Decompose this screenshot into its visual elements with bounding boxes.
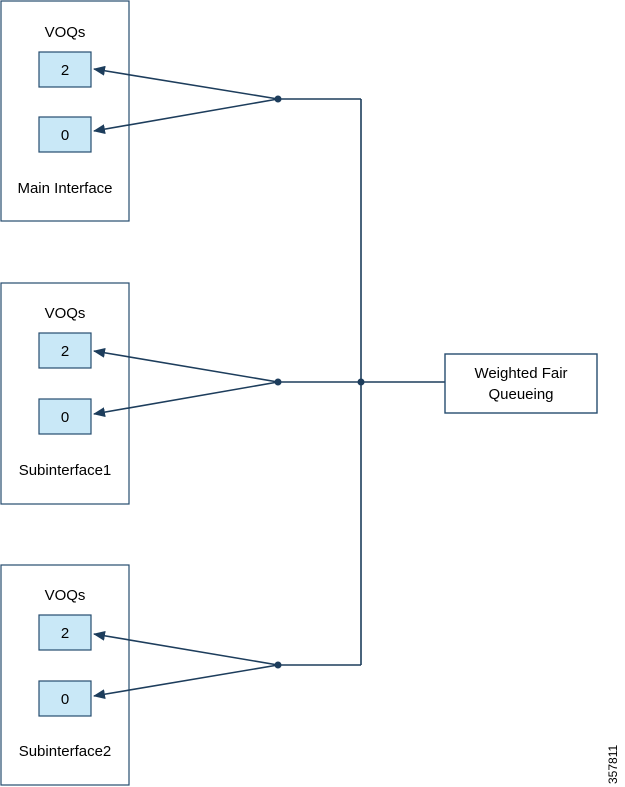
arrow-sub1-to-bottom <box>93 381 279 418</box>
arrow-main-to-top <box>93 65 279 100</box>
junction-dot-bus <box>357 378 365 386</box>
interface-label-sub2: Subinterface2 <box>19 743 112 760</box>
figure-id: 357811 <box>606 745 620 784</box>
arrow-sub1-to-top <box>93 347 279 383</box>
voq-box-sub2-bottom <box>38 680 92 717</box>
voq-value-sub1-bottom: 0 <box>61 409 69 426</box>
voq-box-sub2-top <box>38 614 92 651</box>
interface-label-main: Main Interface <box>17 180 112 197</box>
voq-value-main-top: 2 <box>61 62 69 79</box>
interface-box-sub2 <box>0 564 130 786</box>
voq-value-sub2-top: 2 <box>61 625 69 642</box>
voq-value-sub1-top: 2 <box>61 343 69 360</box>
voq-heading-main: VOQs <box>45 24 86 41</box>
interface-group-sub1: VOQs 2 0 Subinterface1 <box>0 282 282 505</box>
wfq-box <box>444 353 598 414</box>
scheduler-bus <box>278 98 445 666</box>
voq-box-main-top <box>38 51 92 88</box>
wfq-label-line1: Weighted Fair <box>474 365 567 382</box>
voq-heading-sub1: VOQs <box>45 305 86 322</box>
voq-value-sub2-bottom: 0 <box>61 691 69 708</box>
arrow-sub2-to-top <box>93 630 279 666</box>
arrow-sub2-to-bottom <box>93 664 279 700</box>
voq-heading-sub2: VOQs <box>45 587 86 604</box>
interface-box-main <box>0 0 130 222</box>
interface-group-sub2: VOQs 2 0 Subinterface2 <box>0 564 282 786</box>
voq-value-main-bottom: 0 <box>61 127 69 144</box>
voq-box-sub1-top <box>38 332 92 369</box>
arrow-main-to-bottom <box>93 98 279 135</box>
wfq-label-line2: Queueing <box>488 386 553 403</box>
interface-group-main: VOQs 2 0 Main Interface <box>0 0 282 222</box>
interface-box-sub1 <box>0 282 130 505</box>
wfq-scheduler: Weighted Fair Queueing <box>444 353 598 414</box>
voq-box-main-bottom <box>38 116 92 153</box>
voq-box-sub1-bottom <box>38 398 92 435</box>
interface-label-sub1: Subinterface1 <box>19 462 112 479</box>
